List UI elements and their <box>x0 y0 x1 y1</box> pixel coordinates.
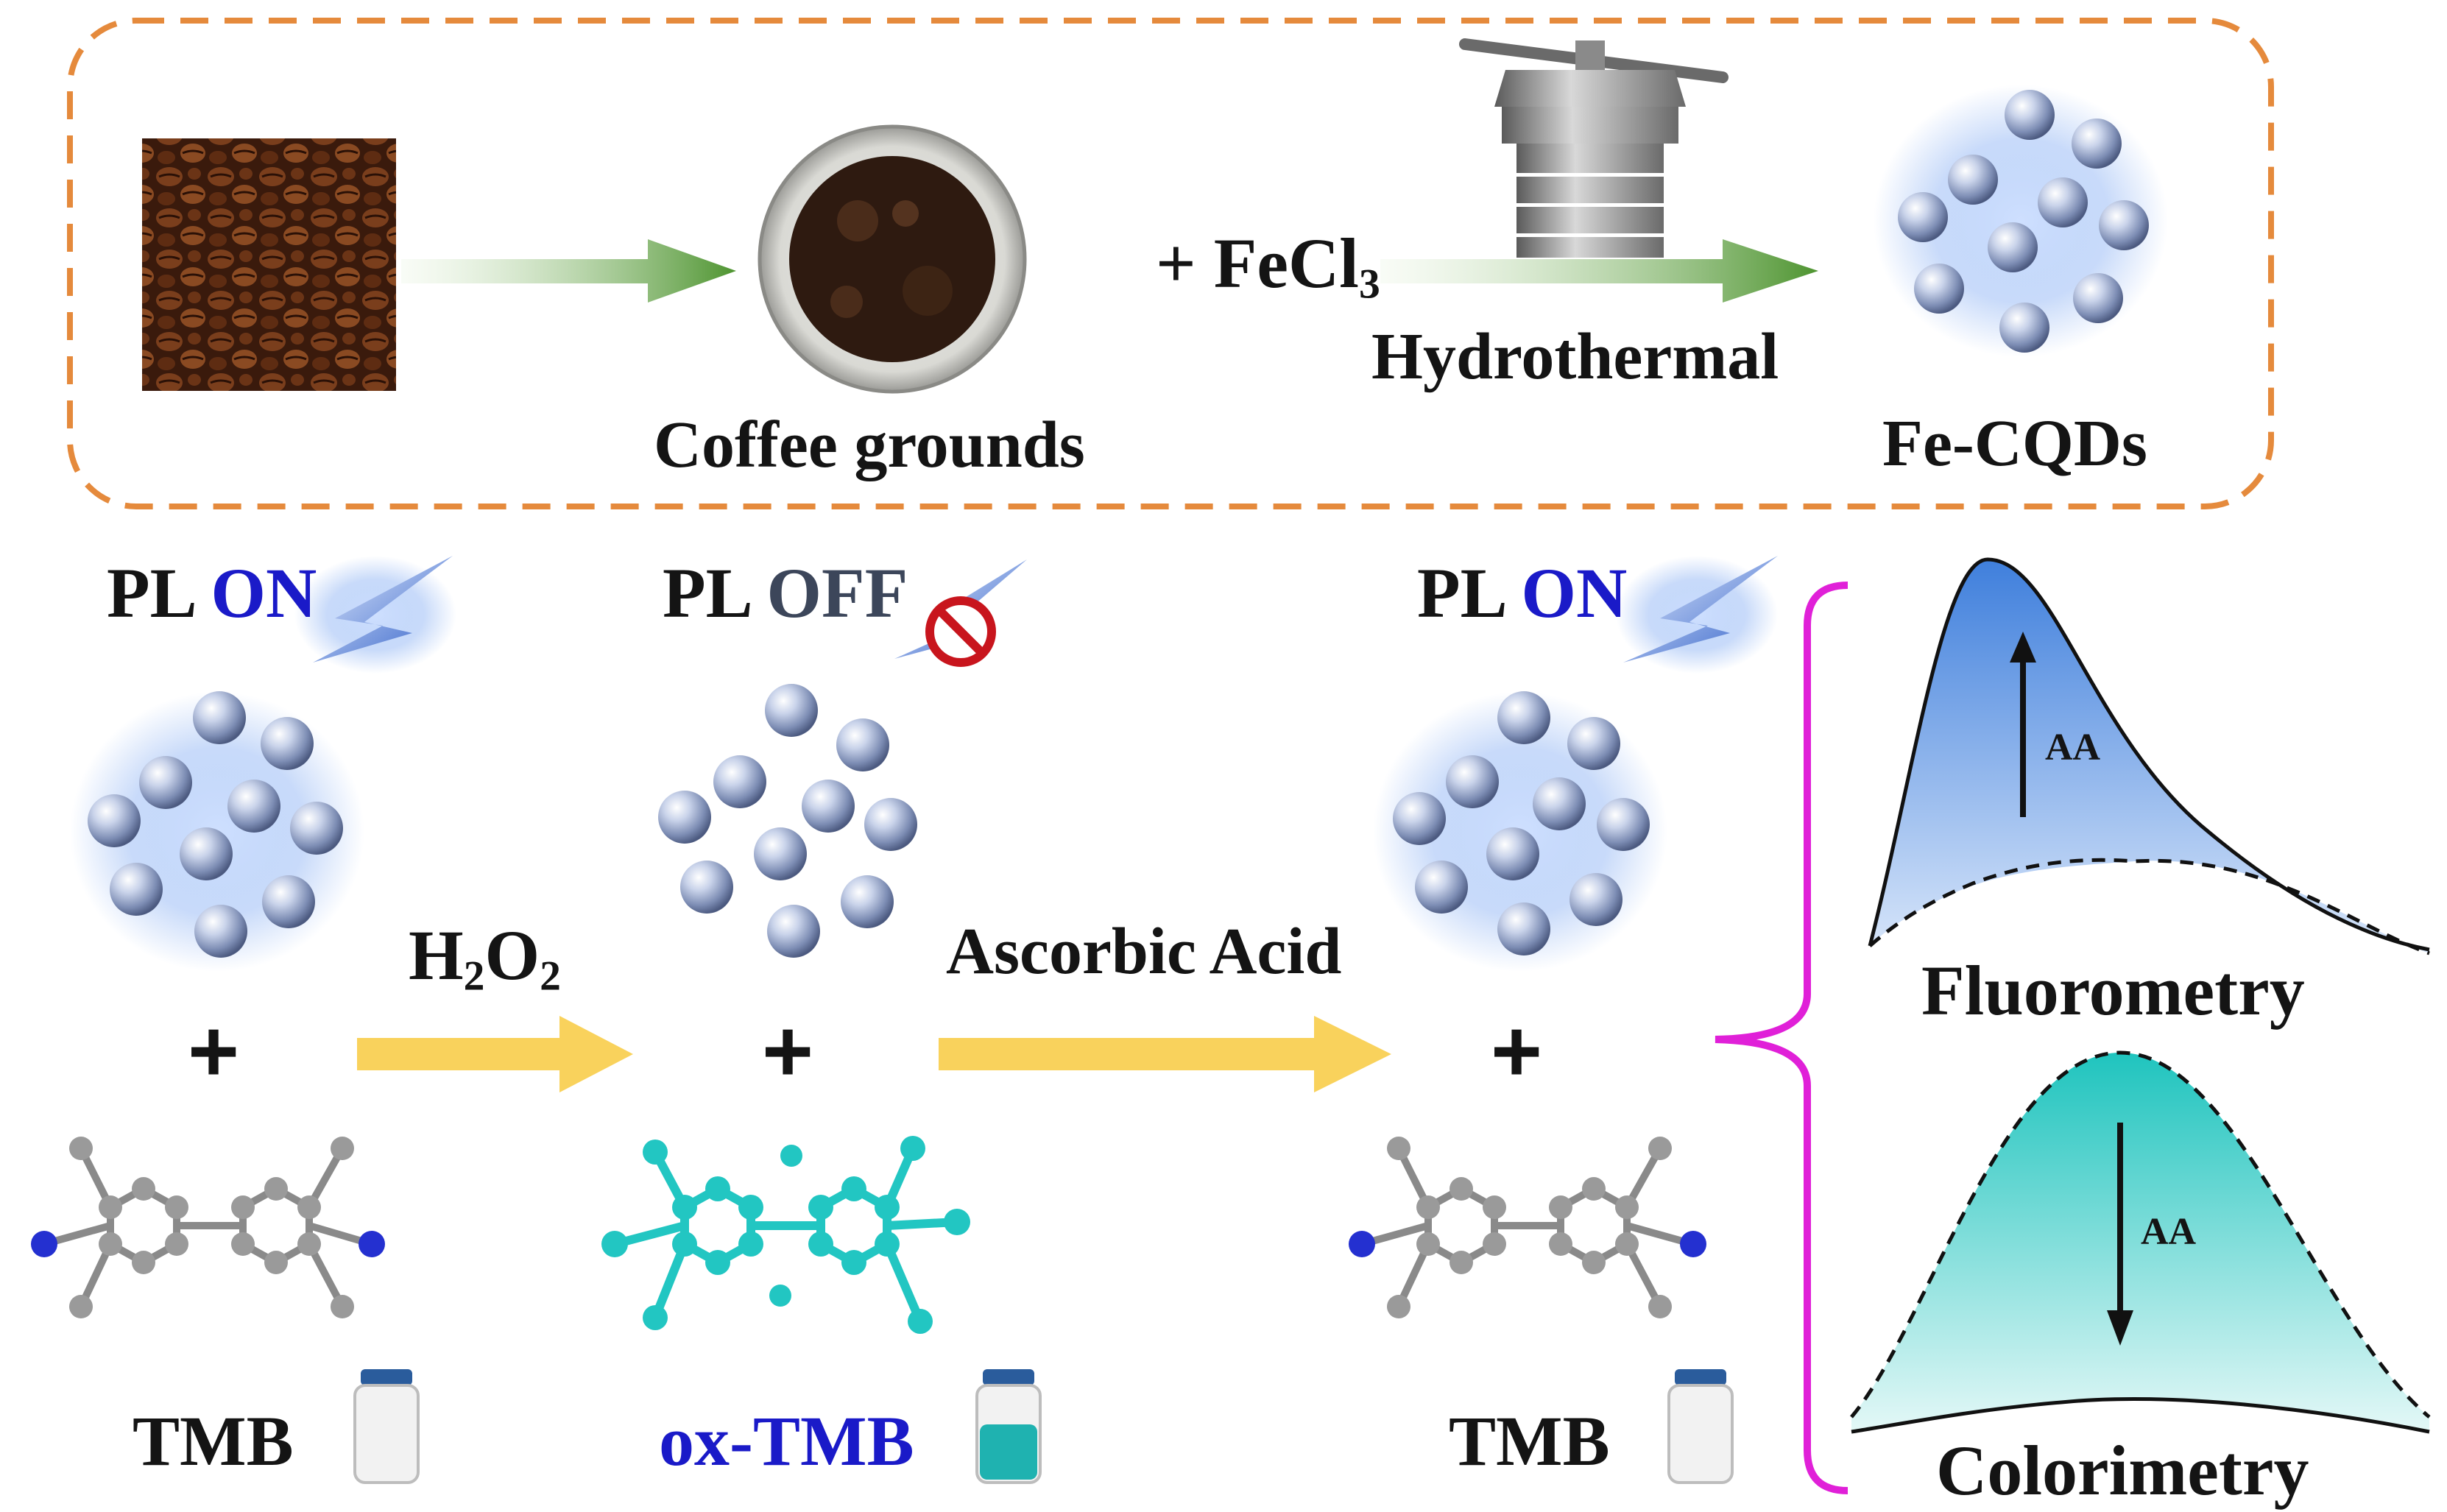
fe-cqds-label: Fe-CQDs <box>1882 407 2147 480</box>
fluorometry-up-arrow <box>2010 632 2036 817</box>
stage2-pl-state: OFF <box>766 554 908 632</box>
vial-3 <box>1667 1369 1734 1484</box>
cqd-cluster-1 <box>70 691 364 972</box>
ascorbic-acid-label: Ascorbic Acid <box>946 915 1342 988</box>
fluorometry-solid-line <box>1868 557 2430 952</box>
yellow-arrow-ascorbic <box>939 1016 1391 1092</box>
synthesis-frame <box>67 18 2274 509</box>
tmb-atoms-1 <box>31 1137 385 1318</box>
stage3-pl-state: ON <box>1521 554 1628 632</box>
stage2-pl-label: PL OFF <box>663 554 908 632</box>
yellow-arrow-h2o2 <box>357 1016 633 1092</box>
cqd-cluster-3 <box>1373 691 1667 972</box>
cqd-cluster-2 <box>658 684 917 958</box>
colorimetry-dashed-line <box>1850 1050 2431 1419</box>
plus-sign-3: + <box>1491 1002 1543 1101</box>
fluorometry-aa-label: AA <box>2045 727 2101 769</box>
tmb-molecule-2 <box>1360 1146 1695 1309</box>
light-bolt-3 <box>1616 556 1778 674</box>
colorimetry-down-arrow <box>2107 1123 2133 1346</box>
fluorometry-dashed-line <box>1868 858 2430 955</box>
fe-cqds-cluster <box>1874 85 2168 357</box>
vial-1 <box>353 1369 420 1484</box>
colorimetry-label: Colorimetry <box>1936 1431 2309 1510</box>
plus-sign-1: + <box>188 1002 240 1101</box>
curly-brace <box>1715 582 1849 1494</box>
tmb-label-3: TMB <box>1449 1402 1610 1480</box>
stage1-pl-state: ON <box>211 554 317 632</box>
colorimetry-peak <box>1851 1053 2429 1432</box>
coffee-grounds-label: Coffee grounds <box>654 409 1085 481</box>
h2o2-label: H2O2 <box>409 916 561 1000</box>
no-sign-icon <box>925 596 996 667</box>
green-arrow-1 <box>401 239 736 303</box>
fluorometry-peak <box>1870 559 2429 953</box>
colorimetry-solid-line <box>1851 1397 2430 1434</box>
plus-sign-2: + <box>762 1002 814 1101</box>
vial-2 <box>975 1369 1042 1484</box>
colorimetry-aa-label: AA <box>2141 1211 2197 1253</box>
fecl3-label: + FeCl3 <box>1156 224 1380 308</box>
stage1-pl-label: PL ON <box>107 554 317 632</box>
tmb-label-1: TMB <box>133 1402 294 1480</box>
tmb-atoms-2 <box>1349 1137 1706 1318</box>
coffee-grounds-dish <box>758 124 1027 394</box>
green-arrow-2 <box>1380 239 1818 303</box>
fluorometry-label: Fluorometry <box>1921 951 2305 1030</box>
stage3-pl-label: PL ON <box>1417 554 1628 632</box>
tmb-molecule-1 <box>43 1146 373 1309</box>
ox-tmb-label: ox-TMB <box>659 1402 914 1480</box>
light-bolt-1 <box>294 556 456 674</box>
coffee-beans-image <box>142 138 396 391</box>
ox-tmb-atoms <box>601 1136 970 1334</box>
hydrothermal-reactor <box>1459 38 1729 258</box>
hydrothermal-label: Hydrothermal <box>1371 320 1779 393</box>
